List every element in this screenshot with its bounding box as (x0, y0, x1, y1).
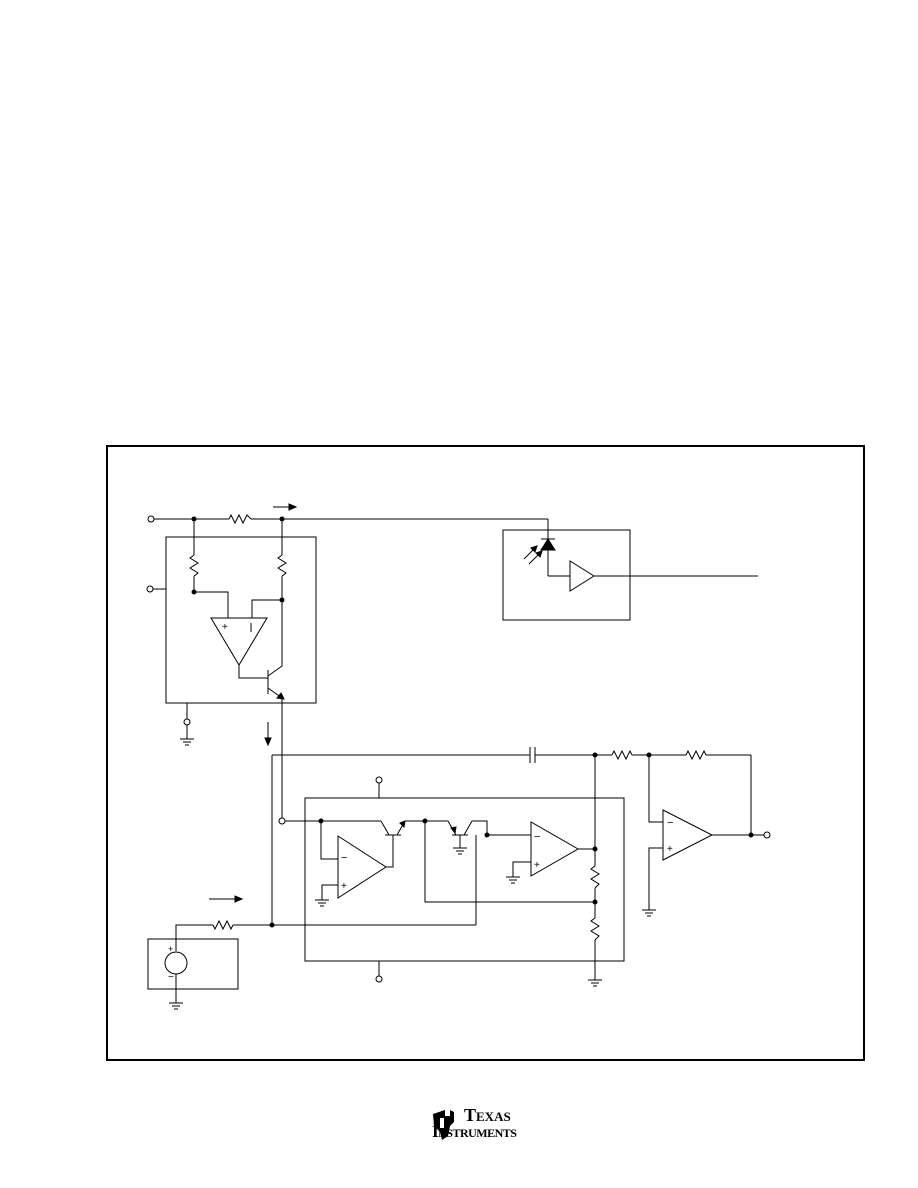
ti-brand-line1: Texas (464, 1105, 511, 1125)
ground-symbol (506, 876, 520, 884)
schematic-frame (106, 445, 865, 1061)
svg-text:+: + (534, 860, 540, 871)
feedback-resistor (685, 749, 707, 761)
junction-dot (592, 899, 598, 905)
current-monitor-ic (165, 536, 317, 704)
supply-pin-bottom (375, 975, 383, 983)
ground-symbol (642, 909, 656, 917)
log-opamp-1: − + (337, 835, 387, 899)
reference-module (147, 938, 239, 990)
log-opamp-2: − + (530, 821, 580, 877)
svg-text:+: + (667, 844, 673, 855)
svg-text:+: + (168, 944, 173, 954)
svg-text:−: − (667, 817, 673, 829)
ground-symbol (588, 979, 602, 987)
log-transistor-2 (447, 820, 473, 836)
ti-logo-icon (433, 1110, 454, 1140)
junction-dot (484, 832, 490, 838)
junction-dot (748, 832, 754, 838)
current-arrow-down (264, 722, 272, 747)
ground-symbol (169, 1002, 183, 1010)
photodiode (523, 538, 556, 576)
output-terminal (763, 831, 771, 839)
svg-text:+: + (341, 881, 347, 892)
log-transistor-1 (380, 820, 406, 836)
ti-brand-text: Texas Instruments (432, 1105, 517, 1140)
output-opamp: − + (662, 809, 714, 861)
buffer-amplifier (569, 560, 595, 592)
scale-resistor-1 (590, 865, 600, 889)
current-arrow-reference (209, 895, 244, 903)
supply-pin-top (375, 776, 383, 784)
gain-resistor-right (277, 554, 287, 577)
input-terminal-top (147, 515, 155, 523)
ground-symbol (315, 899, 329, 907)
svg-text:−: − (341, 852, 347, 864)
reference-resistor (212, 919, 234, 931)
series-resistor (611, 749, 633, 761)
current-arrow-top (273, 503, 298, 511)
gain-resistor-left (189, 554, 199, 577)
ground-symbol (180, 738, 194, 746)
photodiode-module (502, 529, 631, 621)
feedback-capacitor (529, 747, 536, 763)
ic-input-terminal (278, 817, 286, 825)
output-transistor (267, 600, 285, 700)
sense-resistor (228, 513, 252, 525)
monitor-opamp: + (210, 617, 268, 666)
scale-resistor-2 (590, 917, 600, 941)
svg-text:−: − (534, 831, 540, 843)
svg-text:+: + (222, 622, 228, 633)
log-amp-ic (304, 797, 625, 962)
supply-terminal (146, 585, 154, 593)
ti-brand-line2: Instruments (432, 1122, 517, 1141)
svg-text:−: − (168, 972, 174, 983)
ground-symbol (453, 847, 467, 855)
